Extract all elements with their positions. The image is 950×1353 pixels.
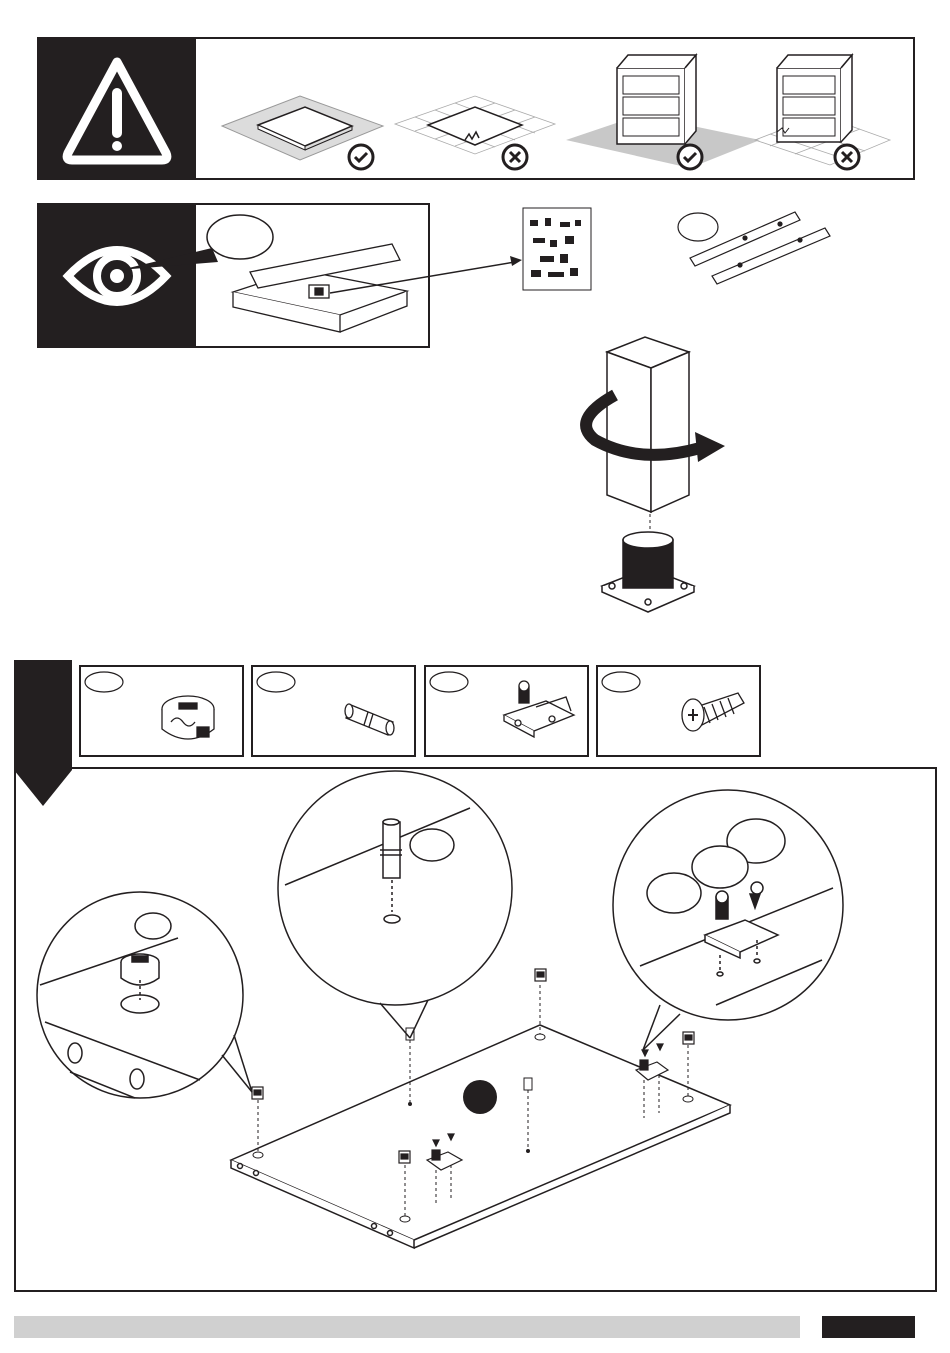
page-number-block (822, 1316, 915, 1338)
detail-callout-dowel (278, 771, 512, 1038)
detail-callout-cam-lock (37, 892, 252, 1098)
main-panel (231, 1025, 730, 1248)
assembly-illustration (0, 0, 950, 1300)
detail-callout-hinge-plate (613, 790, 843, 1050)
footer-bar (14, 1316, 800, 1338)
position-marker (463, 1080, 497, 1114)
